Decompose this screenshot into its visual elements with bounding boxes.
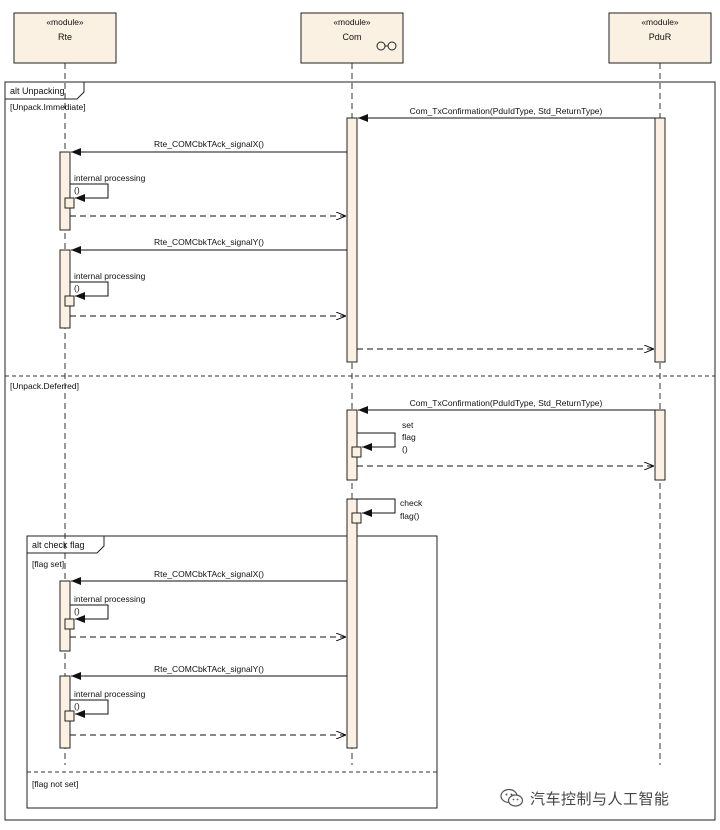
component-icon <box>376 41 397 51</box>
guard-unpack-immediate: [Unpack.Immediate] <box>10 102 86 112</box>
message-label: internal processing <box>74 689 146 699</box>
lifeline-rte-header: «module» Rte <box>13 12 117 64</box>
message-label: Com_TxConfirmation(PduIdType, Std_Return… <box>410 398 603 408</box>
message-label: internal processing <box>74 594 146 604</box>
message-label-parens: () <box>74 283 80 293</box>
message-tx-confirmation-immediate: Com_TxConfirmation(PduIdType, Std_Return… <box>358 106 655 122</box>
message-label-flag-call: flag() <box>400 511 420 521</box>
activation-com-check-flag <box>351 512 362 524</box>
message-label: internal processing <box>74 271 146 281</box>
message-cbk-signaly-immediate: Rte_COMCbkTAck_signalY() <box>71 237 347 254</box>
self-message-internal-processing-x: internal processing () <box>70 173 146 202</box>
message-label: Rte_COMCbkTAck_signalX() <box>154 569 264 579</box>
activation-rte-signalx <box>59 151 71 231</box>
message-label-parens: () <box>74 606 80 616</box>
message-label-parens: () <box>402 444 408 454</box>
message-label-flag: flag <box>402 432 416 442</box>
activation-rte-signalx-deferred <box>59 580 71 652</box>
message-label-parens: () <box>74 185 80 195</box>
activation-com-check <box>346 498 358 749</box>
wechat-icon <box>500 788 524 807</box>
message-label-set: set <box>402 420 414 430</box>
self-message-internal-processing-y-deferred: internal processing () <box>70 689 146 718</box>
guard-unpack-deferred: [Unpack.Deferred] <box>10 381 79 391</box>
message-cbk-signaly-deferred: Rte_COMCbkTAck_signalY() <box>71 664 347 680</box>
message-tx-confirmation-deferred: Com_TxConfirmation(PduIdType, Std_Return… <box>358 398 655 414</box>
message-label-check: check <box>400 498 423 508</box>
lifeline-com-header: «module» Com <box>300 12 404 64</box>
self-message-internal-processing-x-deferred: internal processing () <box>70 594 146 623</box>
self-message-set-flag: set flag () <box>357 420 416 454</box>
watermark-text: 汽车控制与人工智能 <box>530 789 670 808</box>
activation-com-set-flag <box>351 446 362 458</box>
activation-com-deferred <box>346 409 358 481</box>
fragment-check-flag-label: alt check flag <box>32 540 85 550</box>
activation-rte-signaly-internal <box>64 295 75 307</box>
message-label: internal processing <box>74 173 146 183</box>
lifeline-pdur-header: «module» PduR <box>608 12 712 64</box>
pdur-name: PduR <box>649 32 672 42</box>
activation-pdur-deferred <box>654 409 666 481</box>
guard-flag-not-set: [flag not set] <box>32 779 78 789</box>
com-stereotype: «module» <box>333 17 371 27</box>
pdur-stereotype: «module» <box>641 17 679 27</box>
activation-com-immediate <box>346 117 358 363</box>
self-message-check-flag: check flag() <box>357 498 423 521</box>
watermark: 汽车控制与人工智能 <box>500 786 715 810</box>
com-name: Com <box>342 32 361 42</box>
message-label: Rte_COMCbkTAck_signalY() <box>154 664 264 674</box>
rte-name: Rte <box>58 32 72 42</box>
rte-stereotype: «module» <box>46 17 84 27</box>
activation-rte-signalx-internal <box>64 197 75 209</box>
message-cbk-signalx-deferred: Rte_COMCbkTAck_signalX() <box>71 569 347 585</box>
message-cbk-signalx-immediate: Rte_COMCbkTAck_signalX() <box>71 139 347 156</box>
self-message-internal-processing-y: internal processing () <box>70 271 146 300</box>
activation-rte-signaly <box>59 249 71 329</box>
fragment-unpacking-label: alt Unpacking <box>10 86 65 96</box>
message-label: Rte_COMCbkTAck_signalY() <box>154 237 264 247</box>
activation-rte-signalx-deferred-internal <box>64 618 75 630</box>
message-label: Rte_COMCbkTAck_signalX() <box>154 139 264 149</box>
message-label-parens: () <box>74 701 80 711</box>
activation-pdur-immediate <box>654 117 666 363</box>
fragment-unpacking: alt Unpacking [Unpack.Immediate] [Unpack… <box>4 81 716 821</box>
message-label: Com_TxConfirmation(PduIdType, Std_Return… <box>410 106 603 116</box>
fragment-check-flag: alt check flag [flag set] [flag not set] <box>26 535 438 809</box>
activation-rte-signaly-deferred-internal <box>64 710 75 722</box>
guard-flag-set: [flag set] <box>32 559 64 569</box>
